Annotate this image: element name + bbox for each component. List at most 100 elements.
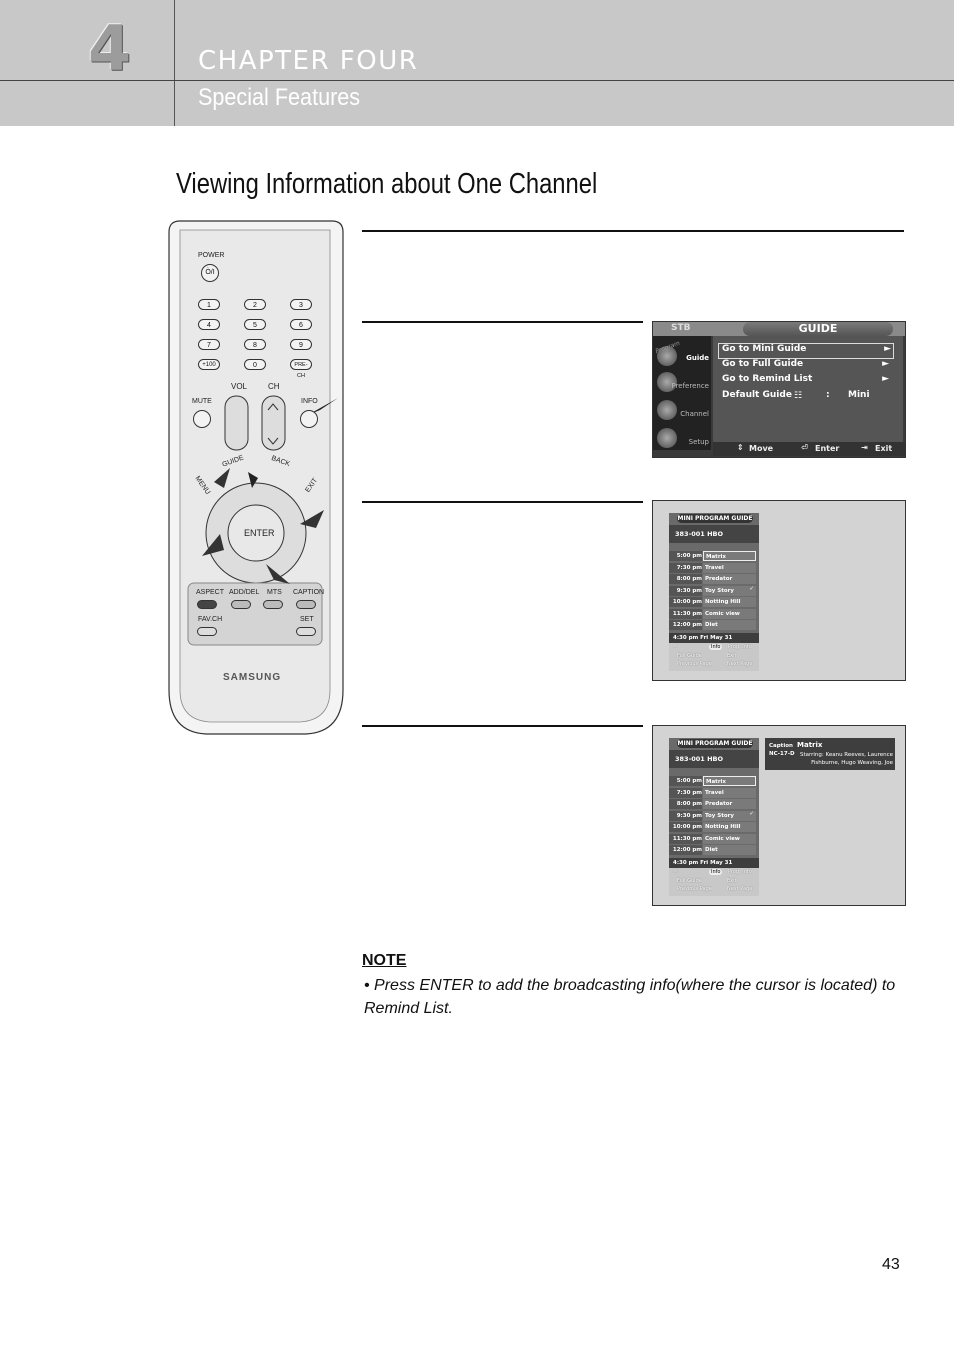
fav-ch-button[interactable] (197, 627, 217, 636)
rating-label: NC-17-D (769, 751, 795, 757)
menu-item-default-guide[interactable]: Default Guide☷:Mini (718, 390, 892, 404)
program-title: Matrix (703, 551, 756, 561)
sidebar-item-channel[interactable]: Channel (657, 398, 709, 422)
prog-info-label: Prog. Info (728, 644, 752, 650)
enter-icon: ⏎ (801, 443, 808, 452)
add-del-button[interactable] (231, 600, 251, 609)
program-title: Toy Story (703, 811, 756, 821)
sidebar-item-preference[interactable]: Preference (657, 370, 709, 394)
top-rule (362, 230, 904, 232)
caption-button[interactable] (296, 600, 316, 609)
section-title: Special Features (198, 84, 361, 111)
num-3-button[interactable]: 3 (290, 299, 312, 310)
step2-rule (362, 501, 643, 503)
program-title: Predator (703, 574, 756, 584)
mts-label: MTS (267, 589, 282, 596)
num-6-button[interactable]: 6 (290, 319, 312, 330)
setup-icon (657, 428, 677, 448)
channel-icon (657, 400, 677, 420)
program-time: 5:00 pm (669, 551, 702, 561)
menu-item-remind-list[interactable]: Go to Remind List► (718, 374, 892, 388)
exit-label: Exit (727, 878, 737, 884)
menu-item-full-guide[interactable]: Go to Full Guide► (718, 359, 892, 373)
next-page-label: Next Page (727, 661, 753, 667)
next-page-label: Next Page (727, 886, 753, 892)
program-title: Comic view (703, 834, 756, 844)
program-title: Travel (703, 563, 756, 573)
guide-panel (713, 336, 903, 442)
program-title: Diet (703, 620, 756, 630)
num-8-button[interactable]: 8 (244, 339, 266, 350)
mute-button[interactable] (193, 410, 211, 428)
aspect-button[interactable] (197, 600, 217, 609)
exit-label: Exit (727, 653, 737, 659)
program-time: 9:30 pm (669, 811, 702, 821)
prog-info-label: Prog. Info (728, 869, 752, 875)
exit-label: Exit (875, 444, 893, 453)
mts-button[interactable] (263, 600, 283, 609)
enter-button[interactable]: ENTER (244, 528, 275, 538)
power-button[interactable]: Ò/I (201, 264, 219, 282)
program-time: 9:30 pm (669, 586, 702, 596)
power-label: POWER (198, 252, 225, 259)
program-title: Toy Story (703, 586, 756, 596)
step3-rule (362, 725, 643, 727)
sidebar-item-setup[interactable]: Setup (657, 426, 709, 450)
program-time: 11:30 pm (669, 609, 702, 619)
num-2-button[interactable]: 2 (244, 299, 266, 310)
info-button[interactable] (300, 410, 318, 428)
num-0-button[interactable]: 0 (244, 359, 266, 370)
pre-ch-button[interactable]: PRE-CH (290, 359, 312, 379)
set-button[interactable] (296, 627, 316, 636)
move-icon: ⇕ (737, 443, 744, 452)
mute-label: MUTE (192, 398, 212, 405)
sidebar-item-label: Preference (671, 382, 709, 390)
program-title: Notting Hill (703, 597, 756, 607)
plus100-button[interactable]: +100 (198, 359, 220, 370)
sidebar-item-label: Channel (680, 410, 709, 418)
sidebar-item-label: Guide (686, 354, 709, 362)
menu-item-mini-guide[interactable]: Go to Mini Guide► (718, 343, 894, 359)
arrow-right-icon: ► (884, 344, 891, 354)
program-title: Travel (703, 788, 756, 798)
num-4-button[interactable]: 4 (198, 319, 220, 330)
program-time: 7:30 pm (669, 563, 702, 573)
caption-label: CAPTION (293, 589, 325, 596)
check-icon: ✓ (749, 811, 754, 817)
program-time: 8:00 pm (669, 574, 702, 584)
num-9-button[interactable]: 9 (290, 339, 312, 350)
aspect-label: ASPECT (196, 589, 225, 596)
info-label: INFO (301, 398, 318, 405)
program-title: Diet (703, 845, 756, 855)
num-5-button[interactable]: 5 (244, 319, 266, 330)
program-title: Comic view (703, 609, 756, 619)
num-7-button[interactable]: 7 (198, 339, 220, 350)
info-button[interactable]: Info (709, 869, 723, 875)
previous-page-label: Previous Page (677, 886, 712, 892)
program-title: Notting Hill (703, 822, 756, 832)
program-time: 10:00 pm (669, 822, 702, 832)
fav-ch-label: FAV.CH (198, 616, 223, 623)
num-1-button[interactable]: 1 (198, 299, 220, 310)
info-button[interactable]: Info (709, 644, 723, 650)
default-guide-sep: : (826, 390, 830, 400)
program-info-box: Caption NC-17-D Matrix Starring: Keanu R… (765, 738, 895, 770)
sidebar-item-guide[interactable]: Guide (657, 344, 709, 368)
